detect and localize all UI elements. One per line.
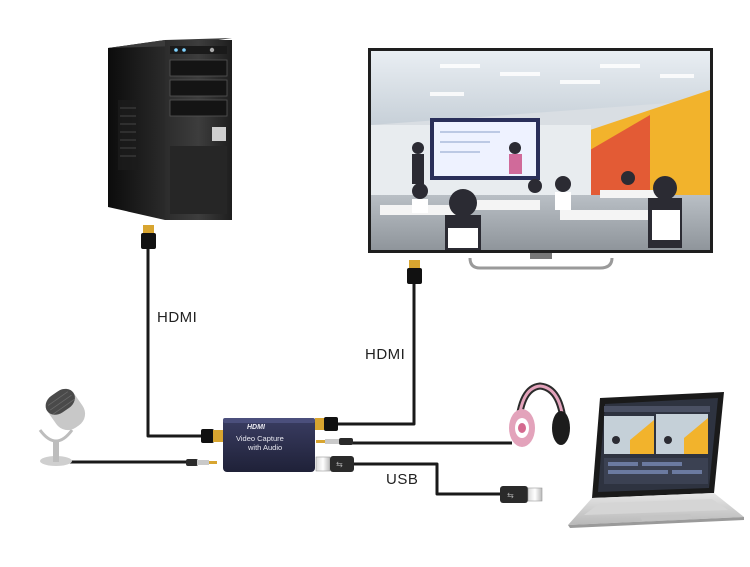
svg-text:⇆: ⇆ — [336, 460, 343, 469]
hdmi-connector-in — [201, 429, 223, 443]
pc-tower-icon — [108, 38, 232, 220]
hdmi-connector-out — [315, 417, 338, 431]
hdmi-cable-tv — [338, 283, 416, 426]
audio-jack-headphones — [316, 438, 353, 445]
hdmi-label-pc: HDMI — [157, 309, 197, 326]
hdmi-cable-pc — [146, 247, 203, 438]
usb-connector-laptop: ⇆ — [500, 486, 543, 503]
audio-jack-mic — [186, 459, 217, 466]
microphone-icon — [38, 388, 86, 466]
cables — [62, 247, 512, 496]
capture-device-logo: HDMI — [247, 424, 266, 431]
svg-text:⇆: ⇆ — [507, 491, 514, 500]
usb-label: USB — [386, 471, 418, 488]
hdmi-label-tv: HDMI — [365, 346, 405, 363]
usb-cable-laptop — [353, 462, 500, 496]
usb-connector-device: ⇆ — [315, 456, 354, 472]
capture-device-line2: with Audio — [247, 443, 282, 452]
capture-device-line1: Video Capture — [236, 434, 284, 443]
capture-device-icon: HDMI Video Capture with Audio — [223, 418, 315, 472]
hdmi-connector-pc — [141, 225, 156, 249]
tv-icon — [368, 48, 713, 270]
laptop-icon — [568, 392, 744, 528]
headphones-icon — [509, 382, 570, 447]
hdmi-connector-tv — [407, 260, 422, 284]
